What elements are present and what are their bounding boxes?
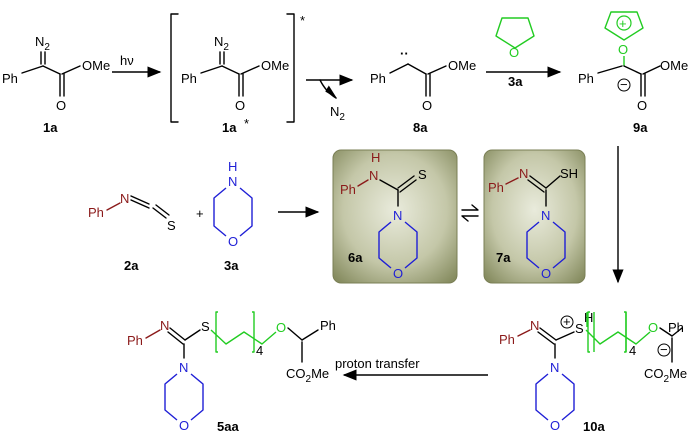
atom-ome-label-8a: OMe bbox=[448, 58, 476, 73]
compound-7a: N Ph SH N O 7a bbox=[483, 149, 586, 284]
thf-o-label: O bbox=[509, 45, 519, 60]
atom-ome-label-2: OMe bbox=[261, 58, 289, 73]
atom-o-morph-5aa: O bbox=[179, 418, 189, 433]
ylide-minus-10a: − bbox=[660, 342, 668, 357]
atom-n-morph-5aa: N bbox=[179, 360, 188, 375]
label-6a: 6a bbox=[348, 250, 363, 265]
atom-n-3a: N bbox=[228, 174, 237, 189]
label-10a: 10a bbox=[583, 419, 605, 434]
atom-n2-label: N2 bbox=[35, 34, 50, 53]
atom-s-6a: S bbox=[418, 167, 427, 182]
label-7a: 7a bbox=[496, 250, 511, 265]
atom-o-label-9a: O bbox=[637, 98, 647, 113]
arrow-proton-transfer: proton transfer bbox=[335, 356, 488, 381]
label-2a: 2a bbox=[124, 258, 139, 273]
atom-o-morph-7a: O bbox=[541, 266, 551, 281]
compound-5aa: Ph N S 4 O Ph CO2Me N O 5aa bbox=[127, 311, 336, 434]
chain-n-10a: 4 bbox=[629, 343, 636, 358]
carbene-dots: ·· bbox=[400, 46, 409, 61]
co2me-5aa: CO2Me bbox=[286, 366, 329, 385]
atom-ph-label-8a: Ph bbox=[370, 71, 386, 86]
atom-s-5aa: S bbox=[201, 319, 210, 334]
atom-ph-7a: Ph bbox=[488, 180, 504, 195]
label-8a: 8a bbox=[413, 120, 428, 135]
compound-3a: H N O 3a bbox=[213, 159, 253, 273]
atom-h-3a: H bbox=[228, 159, 237, 174]
atom-n-5aa: N bbox=[160, 318, 169, 333]
atom-n-2a: N bbox=[120, 191, 129, 206]
atom-o-label: O bbox=[56, 98, 66, 113]
compound-1a: N2 Ph O OMe 1a bbox=[2, 34, 110, 135]
label-1a-star-sup: * bbox=[244, 116, 249, 131]
atom-ph-label-9a: Ph bbox=[578, 71, 594, 86]
atom-s-10a: S bbox=[575, 321, 584, 336]
compound-2a: Ph N S 2a bbox=[88, 191, 176, 273]
atom-n2-label-2: N2 bbox=[214, 34, 229, 53]
atom-o-label-8a: O bbox=[422, 98, 432, 113]
atom-o-3a: O bbox=[228, 234, 238, 249]
atom-ome-label: OMe bbox=[82, 58, 110, 73]
atom-n-7a: N bbox=[519, 166, 528, 181]
atom-n-morph-6a: N bbox=[393, 208, 402, 223]
atom-ph-10a: Ph bbox=[499, 332, 515, 347]
reagent-proton-transfer: proton transfer bbox=[335, 356, 420, 371]
atom-o-10a: O bbox=[648, 320, 658, 335]
atom-s-2a: S bbox=[167, 218, 176, 233]
label-1a: 1a bbox=[43, 120, 58, 135]
box-6a bbox=[332, 149, 458, 284]
atom-sh-7a: SH bbox=[560, 166, 578, 181]
atom-ph2-5aa: Ph bbox=[320, 318, 336, 333]
reagent-thf-3a: O 3a bbox=[495, 17, 535, 89]
reagent-hv: hν bbox=[120, 53, 134, 68]
atom-o-morph-10a: O bbox=[550, 418, 560, 433]
atom-o-oxonium: O bbox=[618, 42, 628, 57]
co2me-10a: CO2Me bbox=[644, 366, 687, 385]
atom-n-6a: N bbox=[369, 168, 378, 183]
atom-ph-2a: Ph bbox=[88, 205, 104, 220]
label-1a-star: 1a bbox=[222, 120, 237, 135]
atom-o-5aa: O bbox=[276, 320, 286, 335]
compound-8a: Ph ·· O OMe 8a bbox=[370, 46, 476, 135]
label-3a: 3a bbox=[224, 258, 239, 273]
excited-star: * bbox=[300, 13, 305, 28]
reagent-n2: N2 bbox=[330, 104, 345, 123]
atom-n-morph-10a: N bbox=[550, 360, 559, 375]
atom-n-morph-7a: N bbox=[541, 208, 550, 223]
atom-n-10a: N bbox=[530, 318, 539, 333]
arrow-n2-loss: N2 bbox=[306, 74, 354, 123]
atom-ph2-10a: Ph bbox=[668, 320, 684, 335]
sulfonium-plus: + bbox=[563, 314, 571, 329]
atom-ome-label-9a: OMe bbox=[660, 58, 688, 73]
atom-ph-label-2: Ph bbox=[181, 71, 197, 86]
label-3a-thf: 3a bbox=[508, 74, 523, 89]
chain-n-5aa: 4 bbox=[256, 343, 263, 358]
compound-9a: + O Ph − O OMe 9a bbox=[578, 11, 688, 135]
label-9a: 9a bbox=[633, 120, 648, 135]
equilibrium-arrows bbox=[461, 204, 479, 222]
atom-h-6a: H bbox=[371, 150, 380, 165]
box-7a bbox=[483, 149, 586, 284]
compound-1a-excited: * N2 Ph O OMe 1a * bbox=[170, 13, 305, 135]
atom-ph-5aa: Ph bbox=[127, 333, 143, 348]
arrow-hv: hν bbox=[112, 53, 162, 78]
label-5aa: 5aa bbox=[217, 419, 239, 434]
atom-ph-label: Ph bbox=[2, 71, 18, 86]
oxonium-plus: + bbox=[619, 16, 627, 31]
atom-ph-6a: Ph bbox=[340, 182, 356, 197]
atom-o-morph-6a: O bbox=[393, 266, 403, 281]
atom-o-label-2: O bbox=[235, 98, 245, 113]
ylide-minus: − bbox=[620, 77, 628, 92]
compound-6a: H N Ph S N O 6a bbox=[332, 149, 458, 284]
compound-10a: Ph N + S H 4 O Ph − CO2Me N O 10a bbox=[499, 310, 687, 434]
plus-sign: + bbox=[196, 206, 204, 221]
